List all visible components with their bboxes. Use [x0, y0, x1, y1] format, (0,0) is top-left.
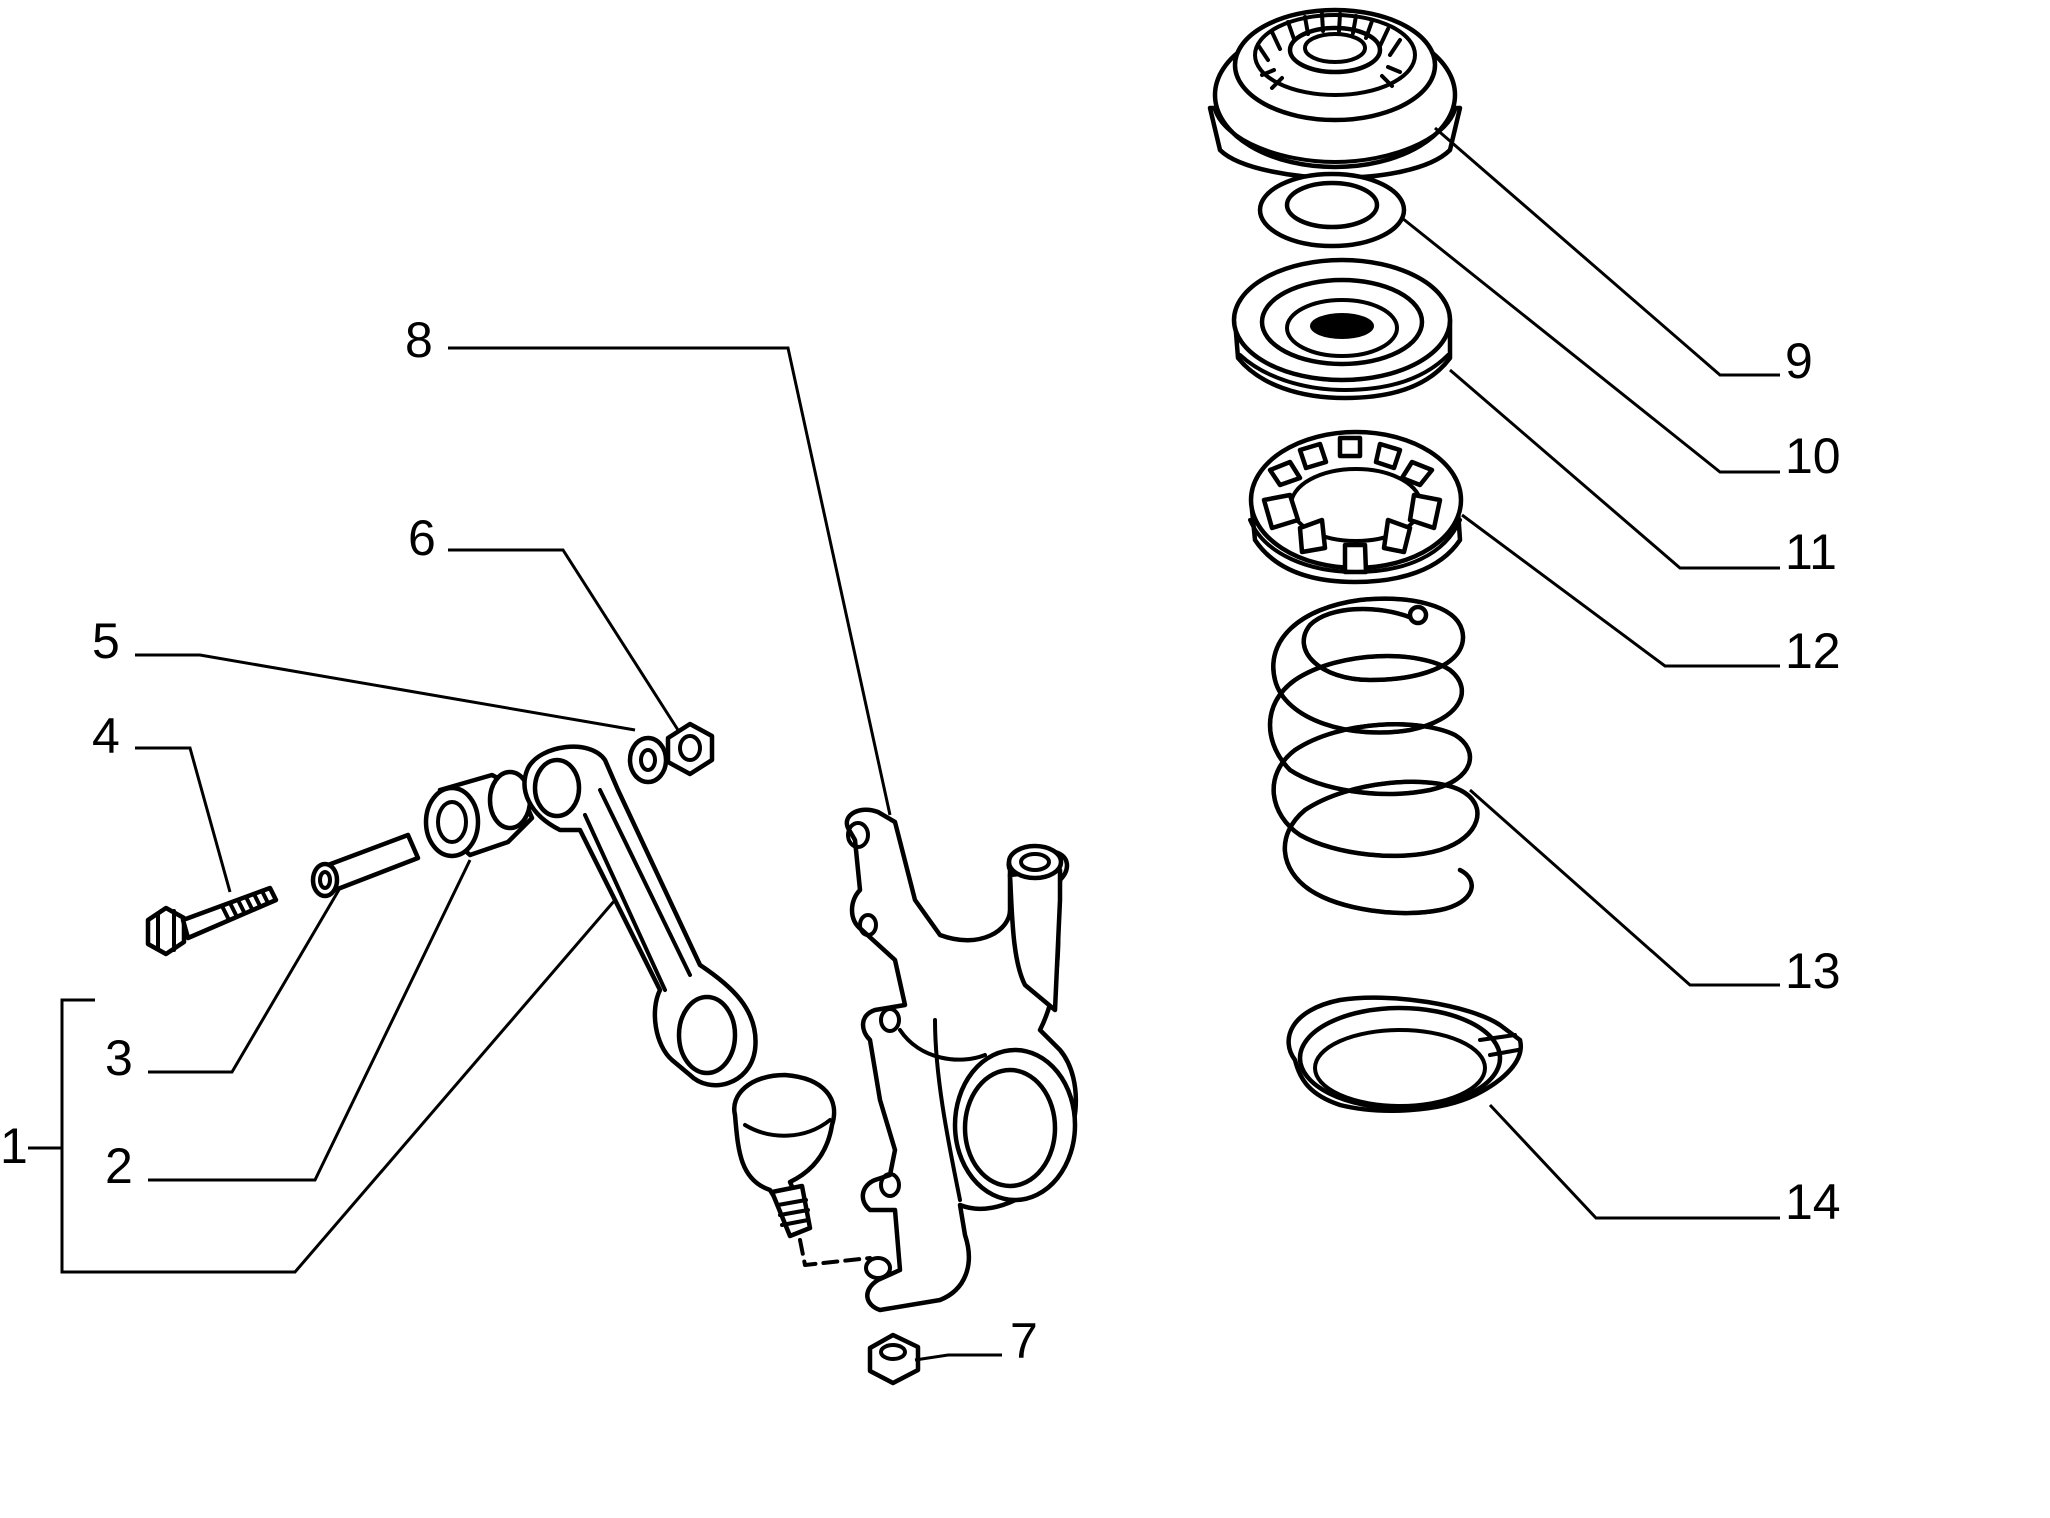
part-4-bolt — [145, 885, 279, 957]
callout-numbers: 1 2 3 4 5 6 7 8 9 10 11 12 13 14 — [0, 312, 1841, 1369]
part-12-isolator — [1248, 429, 1464, 585]
part-8-steering-knuckle — [844, 807, 1078, 1313]
callout-6: 6 — [408, 510, 436, 566]
part-6-nut — [665, 721, 715, 777]
part-10-washer — [1257, 171, 1407, 249]
leader-lines — [28, 126, 1780, 1362]
callout-11: 11 — [1785, 524, 1837, 580]
callout-4: 4 — [92, 708, 120, 764]
part-5-washer — [627, 735, 669, 785]
callout-12: 12 — [1785, 623, 1841, 679]
callout-10: 10 — [1785, 428, 1841, 484]
part-2-bushing — [423, 769, 535, 859]
part-11-bearing-seat — [1231, 257, 1453, 401]
callout-1: 1 — [0, 1118, 28, 1174]
callout-5: 5 — [92, 613, 120, 669]
part-3-sleeve — [310, 832, 421, 899]
part-13-coil-spring — [1267, 596, 1480, 916]
callout-2: 2 — [105, 1138, 133, 1194]
callout-8: 8 — [405, 312, 433, 368]
callout-13: 13 — [1785, 943, 1841, 999]
part-7-nut — [867, 1332, 921, 1386]
callout-7: 7 — [1010, 1313, 1038, 1369]
part-9-top-mount — [1207, 7, 1463, 181]
callout-14: 14 — [1785, 1174, 1841, 1230]
part-14-lower-seat — [1286, 995, 1524, 1113]
callout-9: 9 — [1785, 333, 1813, 389]
callout-3: 3 — [105, 1030, 133, 1086]
control-arm — [522, 744, 872, 1267]
